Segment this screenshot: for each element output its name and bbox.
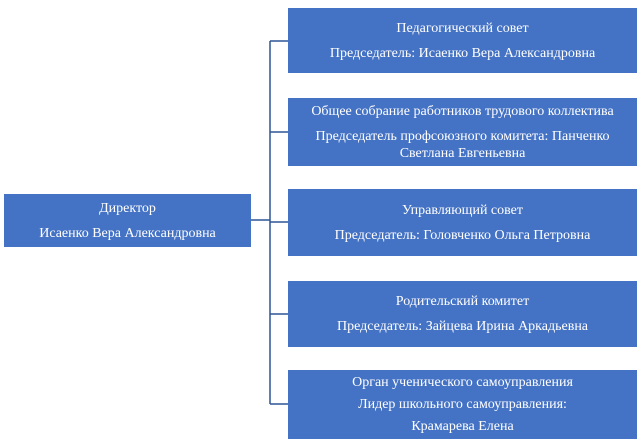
box-title: Управляющий совет bbox=[401, 202, 524, 218]
box-title: Педагогический совет bbox=[396, 20, 529, 36]
box-chair: Председатель: Исаенко Вера Александровна bbox=[329, 45, 596, 61]
box-chair: Председатель: Зайцева Ирина Аркадьевна bbox=[336, 319, 589, 334]
parent-committee-box: Родительский комитет Председатель: Зайце… bbox=[288, 281, 637, 347]
box-title: Общее собрание работников трудового колл… bbox=[311, 103, 614, 119]
governing-council-box: Управляющий совет Председатель: Головчен… bbox=[288, 189, 637, 256]
general-meeting-box: Общее собрание работников трудового колл… bbox=[288, 98, 637, 166]
box-chair-line-1: Председатель профсоюзного комитета: Панч… bbox=[315, 128, 610, 144]
box-title: Родительский комитет bbox=[395, 294, 530, 309]
box-chair: Председатель: Головченко Ольга Петровна bbox=[334, 227, 591, 243]
box-chair-line-2: Светлана Евгеньевна bbox=[399, 145, 526, 161]
box-leader-line-1: Лидер школьного самоуправления: bbox=[358, 396, 567, 412]
pedagogical-council-box: Педагогический совет Председатель: Исаен… bbox=[288, 8, 637, 73]
director-box: Директор Исаенко Вера Александровна bbox=[4, 194, 251, 247]
box-title: Орган ученического самоуправления bbox=[352, 374, 573, 390]
box-leader-line-2: Крамарева Елена bbox=[411, 418, 514, 434]
director-name: Исаенко Вера Александровна bbox=[39, 225, 216, 241]
director-title: Директор bbox=[99, 200, 156, 216]
student-government-box: Орган ученического самоуправления Лидер … bbox=[288, 370, 637, 439]
